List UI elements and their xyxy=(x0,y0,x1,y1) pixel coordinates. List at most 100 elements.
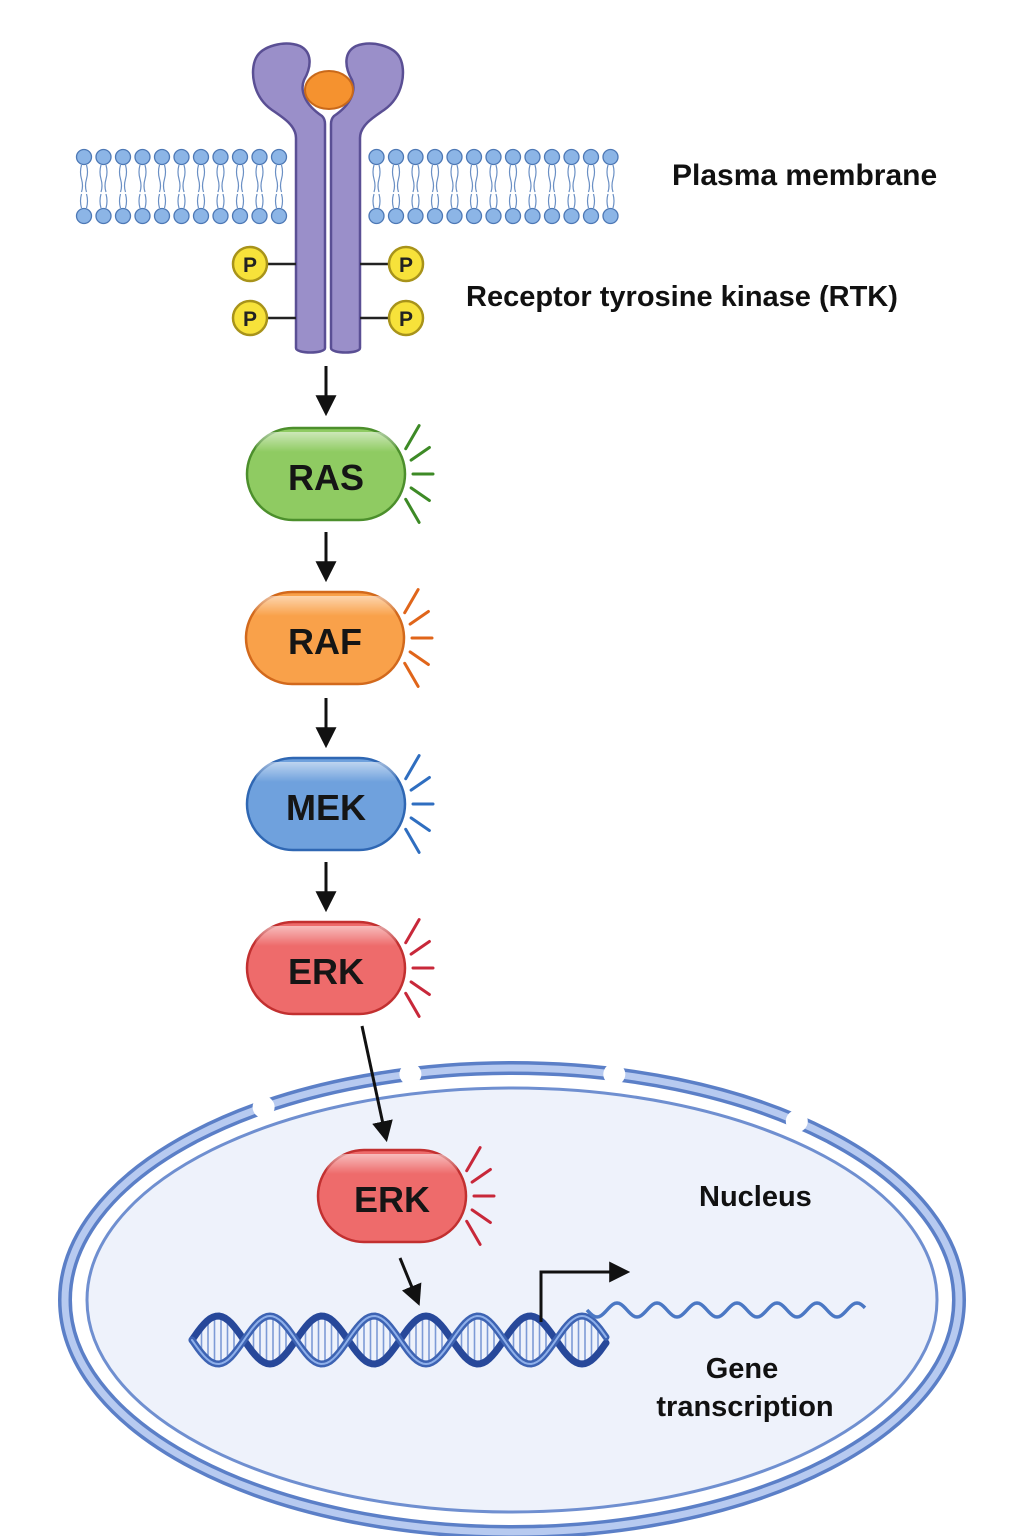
lipid-tail xyxy=(280,193,284,209)
lipid-tail xyxy=(79,193,83,209)
mrna-transcript xyxy=(585,1301,867,1319)
lipid-tail xyxy=(240,164,245,193)
lipid-tail xyxy=(183,193,186,209)
lipid-head xyxy=(368,148,385,166)
lipid-tail xyxy=(391,164,396,193)
lipid-head xyxy=(192,207,210,225)
lipid-head xyxy=(75,207,93,225)
lipid-tail xyxy=(547,164,552,193)
lipid-tail xyxy=(123,164,128,193)
lipid-head xyxy=(134,148,151,166)
lipid-tail xyxy=(396,164,401,193)
phosphate-circle xyxy=(231,299,269,337)
lipid-head xyxy=(387,207,405,225)
mek-label: MEK xyxy=(286,787,366,828)
lipid-tail xyxy=(274,193,278,209)
mek-gloss xyxy=(255,762,397,802)
lipid-tail xyxy=(508,193,512,209)
lipid-head xyxy=(465,148,483,166)
lipid-tail xyxy=(255,164,259,193)
lipid-head xyxy=(134,207,151,225)
lipid-tail xyxy=(533,164,537,193)
lipid-tail xyxy=(162,164,167,193)
lipid-head xyxy=(563,148,580,166)
activation-ray xyxy=(404,991,421,1018)
lipid-tail xyxy=(279,164,284,193)
lipid-tail xyxy=(157,164,162,193)
lipid-tail xyxy=(85,193,89,209)
lipid-tail xyxy=(436,193,440,209)
lipid-head xyxy=(212,148,229,166)
lipid-tail xyxy=(450,193,453,209)
lipid-tail xyxy=(456,193,459,209)
phosphate-circle xyxy=(387,299,425,337)
lipid-tail xyxy=(534,193,537,209)
lipid-head xyxy=(465,207,483,225)
activation-ray xyxy=(409,940,431,956)
lipid-tail xyxy=(469,164,474,193)
node-mek: MEK xyxy=(245,754,435,854)
lipid-head xyxy=(446,148,463,166)
lipid-head xyxy=(212,207,229,225)
lipid-tail xyxy=(202,193,206,209)
lipid-tail xyxy=(411,164,415,193)
lipid-tail xyxy=(552,164,557,193)
lipid-tail xyxy=(84,164,89,193)
lipid-tail xyxy=(455,164,459,193)
activation-ray xyxy=(409,980,431,996)
lipid-tail xyxy=(450,164,454,193)
plasma-membrane-label: Plasma membrane xyxy=(672,159,937,192)
nuclear-envelope-inner xyxy=(85,1086,939,1514)
lipid-tail xyxy=(528,193,531,209)
activation-ray xyxy=(408,650,430,666)
lipid-tail xyxy=(397,193,401,209)
lipid-tail xyxy=(201,164,206,193)
lipid-tail xyxy=(495,193,498,209)
lipid-tail xyxy=(474,164,479,193)
lipid-tail xyxy=(475,193,479,209)
activation-ray xyxy=(404,827,421,854)
lipid-head xyxy=(95,148,112,166)
nuclear-pores xyxy=(252,1063,808,1133)
arrow-erk-to-dna xyxy=(398,1257,422,1306)
lipid-tail xyxy=(489,193,492,209)
nucleus xyxy=(58,1061,966,1536)
lipid-head xyxy=(407,207,424,225)
lipid-tail xyxy=(586,164,591,193)
lipid-head xyxy=(231,148,249,166)
lipid-head xyxy=(114,207,132,225)
lipid-tail xyxy=(606,164,610,193)
nuclear-pore-gap xyxy=(399,1063,422,1086)
lipid-head xyxy=(153,148,171,166)
nuclear-erk-label: ERK xyxy=(354,1179,430,1220)
lipid-tail xyxy=(606,193,609,209)
lipid-head xyxy=(524,148,541,166)
lipid-tail xyxy=(157,193,161,209)
activation-ray xyxy=(404,424,421,451)
lipid-tail xyxy=(221,164,225,193)
receptor-tyrosine-kinase xyxy=(251,42,405,354)
activation-ray xyxy=(409,816,431,832)
lipid-tail xyxy=(430,193,434,209)
lipid-tail xyxy=(430,164,435,193)
rtk-left-subunit xyxy=(251,42,327,354)
lipid-tail xyxy=(260,164,264,193)
lipid-tail xyxy=(411,193,414,209)
lipid-head xyxy=(251,148,268,166)
lipid-head xyxy=(173,207,190,225)
erk-label: ERK xyxy=(288,951,364,992)
cascade-arrows xyxy=(315,366,422,1306)
nuclear-pore-gap xyxy=(603,1063,626,1086)
activation-ray xyxy=(403,588,420,615)
activation-rays xyxy=(403,588,434,688)
transcription-start-arrow xyxy=(539,1261,631,1322)
gene-transcription-label-line2: transcription xyxy=(656,1391,833,1423)
lipid-tail xyxy=(391,193,395,209)
lipid-tail xyxy=(489,164,493,193)
lipid-head xyxy=(231,207,249,225)
lipid-head xyxy=(192,148,210,166)
lipid-tail xyxy=(216,164,220,193)
lipid-tail xyxy=(79,164,84,193)
node-erk-nuclear: ERK xyxy=(316,1146,496,1246)
